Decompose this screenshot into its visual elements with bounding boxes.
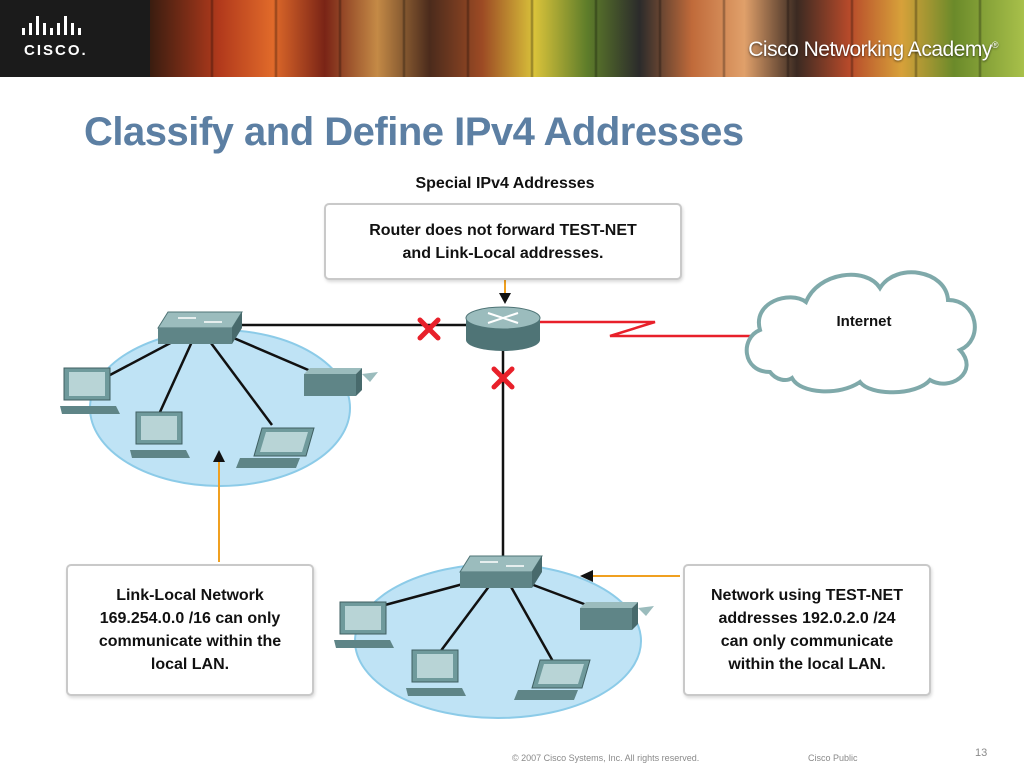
laptop-icon [514,659,591,700]
pc-icon [334,601,394,648]
callout-link-local-line: local LAN. [150,656,230,673]
callout-test-net-line: addresses 192.0.2.0 /24 [718,610,896,627]
callout-link-local-line: Link-Local Network [116,587,264,604]
pc-icon [60,367,120,414]
pc-icon [406,649,466,696]
header-banner: CISCO. Cisco Networking Academy® [0,0,1024,77]
callout-link-local: Link-Local Network 169.254.0.0 /16 can o… [66,564,314,696]
banner-photo-strip [150,0,1024,77]
router-icon [465,306,541,351]
switch-icon [157,311,243,344]
callout-router-line: Router does not forward TEST-NET [369,221,637,239]
switch-icon [459,555,543,588]
callout-test-net-line: can only communicate [720,633,894,650]
slide-title: Classify and Define IPv4 Addresses [84,110,744,154]
academy-title: Cisco Networking Academy® [748,38,998,61]
printer-icon [580,602,654,630]
laptop-icon [236,427,315,468]
callout-router: Router does not forward TEST-NET and Lin… [324,203,682,280]
academy-title-text: Cisco Networking Academy [748,38,992,61]
diagram-caption: Special IPv4 Addresses [415,175,595,192]
callout-arrows [213,268,680,582]
internet-label: Internet [836,313,891,330]
blocked-x-icon [491,366,515,390]
callout-test-net-line: within the local LAN. [728,656,886,673]
blocked-x-icon [417,317,441,341]
callout-link-local-line: communicate within the [98,633,282,650]
footer-copyright: © 2007 Cisco Systems, Inc. All rights re… [512,753,700,763]
callout-router-line: and Link-Local addresses. [402,244,604,262]
page-number: 13 [975,747,988,759]
printer-icon [304,368,378,396]
serial-link-internet [540,320,760,338]
callout-test-net: Network using TEST-NET addresses 192.0.2… [683,564,931,696]
cloud-icon: Internet [744,270,977,395]
pc-icon [130,411,190,458]
cisco-wordmark: CISCO. [24,42,88,59]
footer-classification: Cisco Public [808,753,858,763]
callout-test-net-line: Network using TEST-NET [710,587,903,604]
cisco-logo: CISCO. [18,16,98,62]
callout-link-local-line: 169.254.0.0 /16 can only [99,610,281,627]
cisco-bars-icon [22,16,81,35]
